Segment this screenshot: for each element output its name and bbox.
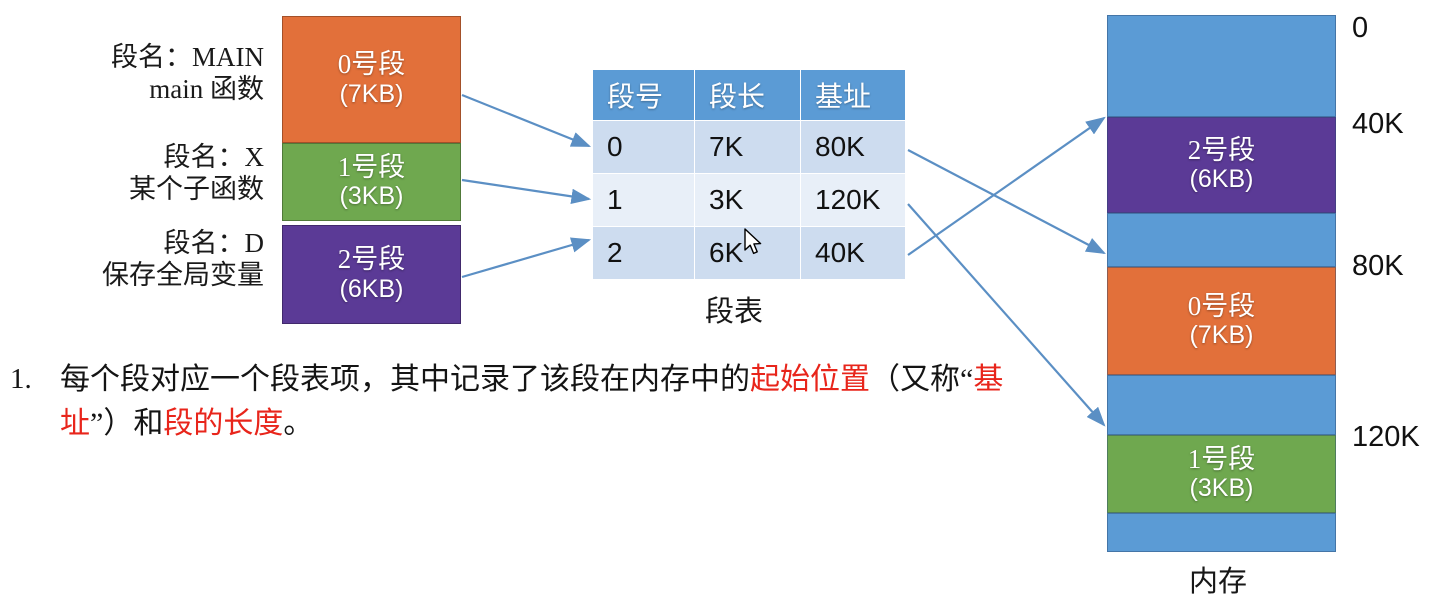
logical-segment-0: 0号段 (7KB) <box>282 16 461 143</box>
logical-segment-2: 2号段 (6KB) <box>282 225 461 324</box>
logical-segment-2-size: (6KB) <box>339 274 404 303</box>
address-mark-0: 0 <box>1352 12 1369 44</box>
arrow-row2-to-memory-40k <box>907 116 1106 256</box>
segment-table-header-row: 段号 段长 基址 <box>592 69 906 121</box>
note-part3: ”）和 <box>90 406 164 440</box>
segment-table-r0-seglen: 7K <box>694 120 801 174</box>
segment-label-d: 段名：D 保存全局变量 <box>102 228 264 292</box>
memory-block-segment-0-size: (7KB) <box>1189 321 1254 350</box>
segment-table-header-seglen: 段长 <box>694 69 801 121</box>
arrow-row0-to-memory-80k <box>907 149 1106 255</box>
logical-segment-1: 1号段 (3KB) <box>282 143 461 221</box>
segment-label-main-line2: main 函数 <box>149 73 264 104</box>
segment-table-r0-base: 80K <box>800 120 906 174</box>
segment-label-x: 段名：X 某个子函数 <box>129 142 264 206</box>
memory-block-segment-1-size: (3KB) <box>1189 474 1254 503</box>
memory-block-free-1 <box>1107 213 1336 267</box>
memory-block-segment-2-size: (6KB) <box>1189 165 1254 194</box>
address-mark-80k: 80K <box>1352 250 1404 282</box>
segment-table-r1-base: 120K <box>800 173 906 227</box>
segment-table-header-segno: 段号 <box>592 69 695 121</box>
memory-block-segment-2-name: 2号段 <box>1187 134 1256 165</box>
memory-caption: 内存 <box>1189 566 1248 598</box>
logical-segment-column: 0号段 (7KB) 1号段 (3KB) 2号段 (6KB) <box>282 16 461 324</box>
segment-table-r0-segno: 0 <box>592 120 695 174</box>
segment-label-main: 段名：MAIN main 函数 <box>111 42 264 106</box>
segment-label-d-line2: 保存全局变量 <box>102 259 264 290</box>
note-body: 每个段对应一个段表项，其中记录了该段在内存中的起始位置（又称“基址”）和段的长度… <box>60 358 1058 445</box>
memory-column: 2号段 (6KB) 0号段 (7KB) 1号段 (3KB) <box>1107 15 1336 552</box>
address-mark-40k: 40K <box>1352 108 1404 140</box>
segment-table-r2-base: 40K <box>800 226 906 280</box>
logical-segment-0-name: 0号段 <box>337 49 406 80</box>
table-row: 1 3K 120K <box>592 173 906 227</box>
segment-label-x-line1: 段名：X <box>163 142 265 172</box>
segment-label-d-line1: 段名：D <box>163 228 265 258</box>
note-paragraph: 1. 每个段对应一个段表项，其中记录了该段在内存中的起始位置（又称“基址”）和段… <box>8 358 1058 445</box>
segment-label-x-line2: 某个子函数 <box>129 173 264 204</box>
memory-block-free-2 <box>1107 375 1336 435</box>
memory-block-free-3 <box>1107 513 1336 552</box>
note-number: 1. <box>10 363 32 395</box>
memory-block-segment-1: 1号段 (3KB) <box>1107 435 1336 513</box>
address-mark-120k: 120K <box>1352 421 1420 453</box>
note-part1: 每个段对应一个段表项，其中记录了该段在内存中的 <box>60 363 750 396</box>
memory-block-segment-1-name: 1号段 <box>1187 443 1256 474</box>
segment-table-header-base: 基址 <box>800 69 906 121</box>
memory-block-segment-2: 2号段 (6KB) <box>1107 117 1336 213</box>
note-part4: 。 <box>283 406 314 440</box>
mouse-cursor <box>744 228 762 255</box>
note-part2: （又称“ <box>870 363 974 396</box>
note-highlight-segment-length: 段的长度 <box>163 406 284 440</box>
segment-table: 段号 段长 基址 0 7K 80K 1 3K 120K 2 6K 40K <box>592 69 906 280</box>
segment-table-r1-segno: 1 <box>592 173 695 227</box>
memory-block-segment-0-name: 0号段 <box>1187 290 1256 321</box>
logical-segment-2-name: 2号段 <box>337 244 406 275</box>
note-highlight-start-position: 起始位置 <box>750 363 870 396</box>
segment-label-main-line1: 段名：MAIN <box>111 42 264 72</box>
arrow-logical2-to-row2 <box>461 237 592 279</box>
memory-block-free-0 <box>1107 15 1336 117</box>
segment-table-r1-seglen: 3K <box>694 173 801 227</box>
arrow-logical1-to-row1 <box>461 178 592 205</box>
logical-segment-0-size: (7KB) <box>339 79 404 108</box>
logical-segment-1-size: (3KB) <box>339 182 404 211</box>
arrow-logical0-to-row0 <box>461 93 592 148</box>
segment-table-r2-segno: 2 <box>592 226 695 280</box>
table-row: 0 7K 80K <box>592 120 906 174</box>
memory-block-segment-0: 0号段 (7KB) <box>1107 267 1336 375</box>
segment-table-caption: 段表 <box>705 296 764 328</box>
logical-segment-1-name: 1号段 <box>337 151 406 182</box>
